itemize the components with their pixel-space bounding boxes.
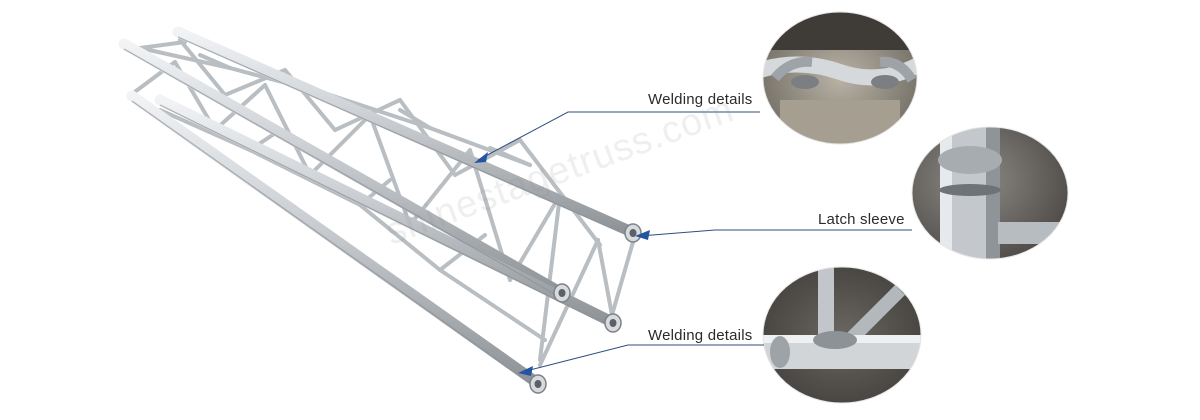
arrow-welding-bottom (518, 366, 533, 376)
callout-label-latch-sleeve: Latch sleeve (818, 211, 905, 228)
callout-label-welding-details-top: Welding details (648, 91, 753, 108)
leader-line-welding-top (477, 111, 760, 161)
leader-lines (477, 111, 912, 373)
detail-photo-welding-bottom (762, 266, 922, 404)
tube-end-caps (529, 223, 642, 394)
detail-photo-latch-sleeve (911, 126, 1069, 260)
truss-segment (118, 26, 642, 394)
arrow-welding-top (474, 152, 488, 163)
leader-line-welding-bottom (521, 344, 764, 373)
callout-label-welding-details-bottom: Welding details (648, 327, 753, 344)
leader-arrows (474, 152, 650, 376)
detail-photo-welding-top (762, 11, 918, 145)
truss-chords (118, 26, 638, 388)
arrow-latch (635, 230, 650, 240)
leader-line-latch (639, 229, 912, 237)
